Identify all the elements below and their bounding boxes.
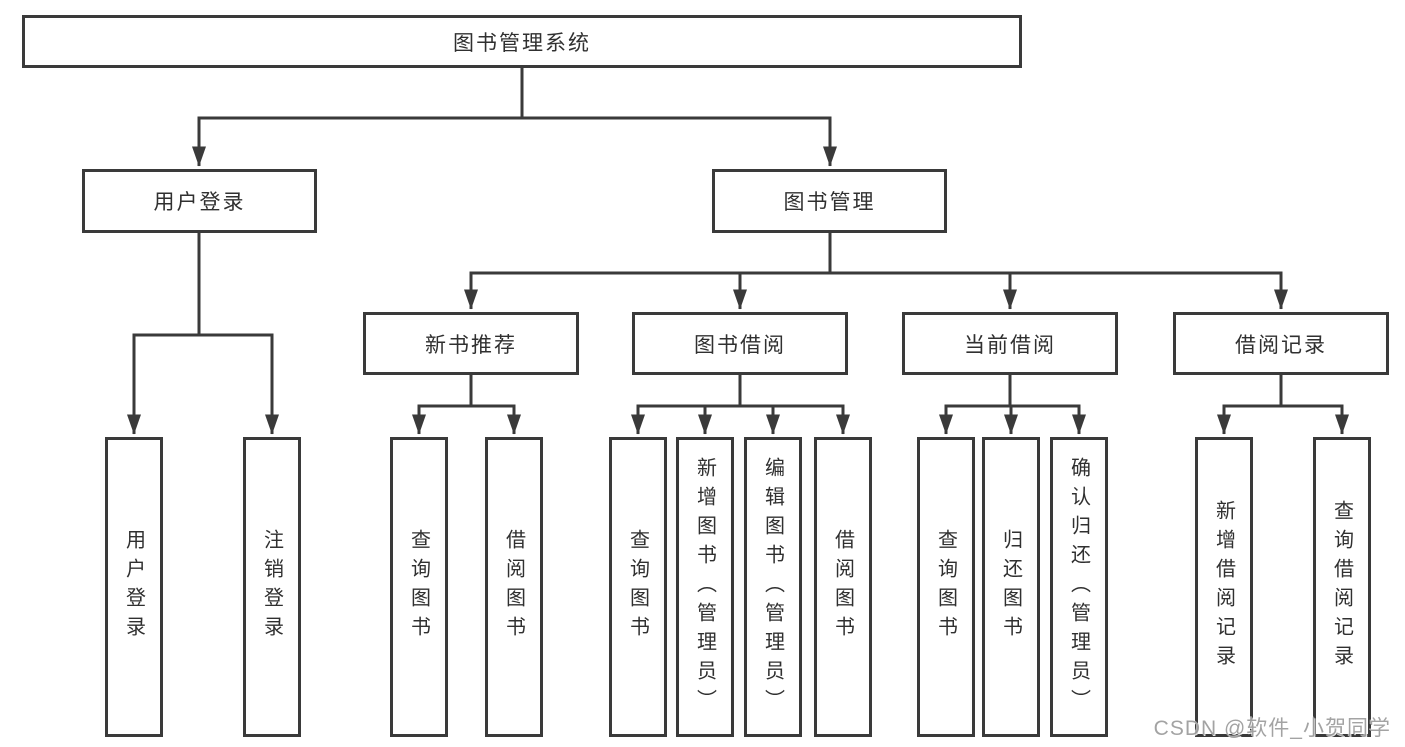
- leaf-return-books: 归还图书: [982, 437, 1040, 737]
- node-book-borrowing: 图书借阅: [632, 312, 848, 375]
- node-book-management: 图书管理: [712, 169, 947, 233]
- leaf-add-borrow-record: 新增借阅记录: [1195, 437, 1253, 737]
- leaf-add-book-admin: 新增图书（管理员）: [676, 437, 734, 737]
- node-library-management-system: 图书管理系统: [22, 15, 1022, 68]
- node-user-login: 用户登录: [82, 169, 317, 233]
- leaf-borrow-books-recommend: 借阅图书: [485, 437, 543, 737]
- leaf-confirm-return-admin: 确认归还（管理员）: [1050, 437, 1108, 737]
- leaf-query-books-current: 查询图书: [917, 437, 975, 737]
- leaf-logout: 注销登录: [243, 437, 301, 737]
- leaf-query-books-recommend: 查询图书: [390, 437, 448, 737]
- node-current-borrowing: 当前借阅: [902, 312, 1118, 375]
- leaf-query-books-borrowing: 查询图书: [609, 437, 667, 737]
- leaf-query-borrow-record: 查询借阅记录: [1313, 437, 1371, 737]
- leaf-edit-book-admin: 编辑图书（管理员）: [744, 437, 802, 737]
- node-new-book-recommend: 新书推荐: [363, 312, 579, 375]
- node-borrow-records: 借阅记录: [1173, 312, 1389, 375]
- leaf-user-login: 用户登录: [105, 437, 163, 737]
- leaf-borrow-books: 借阅图书: [814, 437, 872, 737]
